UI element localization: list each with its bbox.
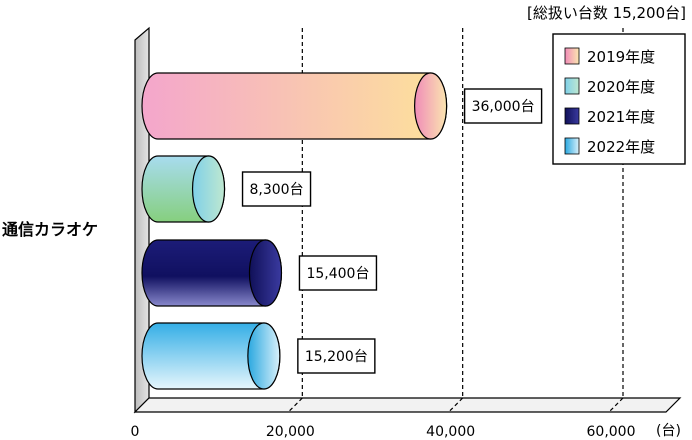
data-labels-group: 36,000台 8,300台 15,400台 15,200台 [241,88,543,374]
bar-2021年度 [141,239,283,307]
legend: 2019年度 2020年度 2021年度 2022年度 [552,33,686,165]
gridline-floor-3 [608,397,624,413]
legend-swatch [564,47,580,65]
data-label-box [297,338,376,374]
legend-label: 2019年度 [587,48,655,66]
data-label-text: 15,200台 [305,349,368,365]
data-label-text: 8,300台 [249,182,303,198]
legend-swatch [564,107,580,125]
data-label-2020年度: 8,300台 [241,171,312,207]
x-tick-label: 20,000 [266,424,315,440]
legend-label: 2020年度 [587,78,655,96]
bar-2019年度 [141,72,448,140]
data-label-2019年度: 36,000台 [463,88,543,124]
bars-group [141,72,448,390]
legend-label: 2021年度 [587,108,655,126]
x-tick-label: 60,000 [587,424,636,440]
bar-cap [248,239,283,307]
x-axis-unit: (台) [656,423,681,439]
bar-2020年度 [141,155,226,223]
total-units-label: [総扱い台数 15,200台] [527,4,686,22]
legend-swatch [564,137,580,155]
bar-body [141,72,448,140]
category-label: 通信カラオケ [2,220,99,239]
plot-floor [133,397,682,413]
bar-cap [414,72,448,140]
gridline-floor-1 [287,397,303,413]
x-tick-label: 0 [131,424,140,440]
data-label-box [298,255,378,291]
data-label-text: 15,400台 [306,266,369,282]
bar-cap [247,322,281,390]
data-label-box [463,88,543,124]
x-tick-label: 40,000 [426,424,475,440]
legend-label: 2022年度 [587,138,655,156]
gridlines [287,28,624,413]
data-label-box [241,171,312,207]
data-label-2021年度: 15,400台 [298,255,378,291]
legend-swatch [564,77,580,95]
bar-cap [191,155,226,223]
data-label-2022年度: 15,200台 [297,338,376,374]
gridline-floor-2 [448,397,464,413]
x-tick-labels: 0 20,000 40,000 60,000 [131,424,636,440]
bar-2022年度 [141,322,281,390]
data-label-text: 36,000台 [472,99,535,115]
